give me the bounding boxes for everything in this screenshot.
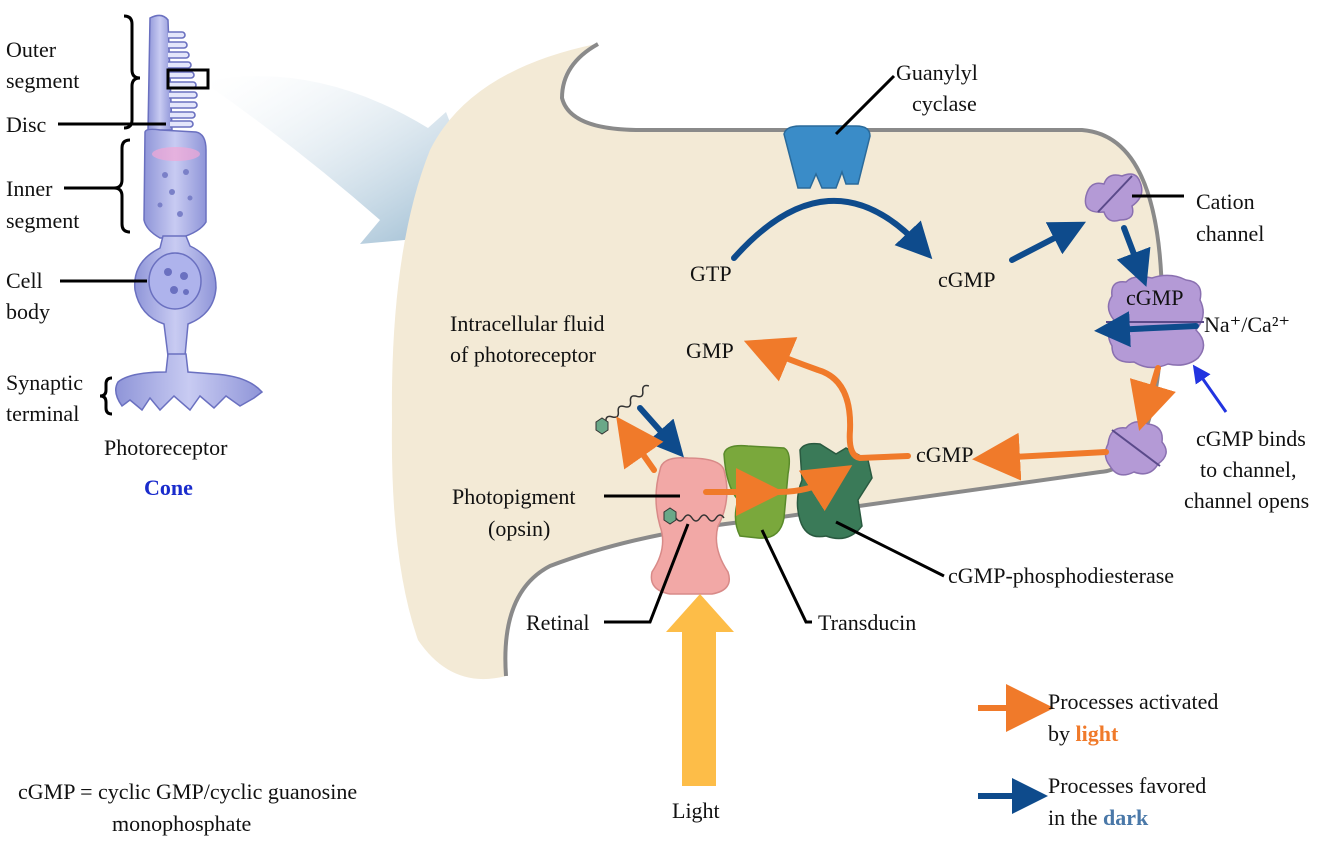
photopigment-label-2: (opsin)	[488, 516, 550, 541]
footnote-line-2: monophosphate	[112, 811, 251, 836]
legend-dark-line2: in the dark	[1048, 805, 1149, 830]
disc-label: Disc	[6, 112, 47, 137]
light-arrows	[616, 337, 1176, 516]
cation-channel-label-2: channel	[1196, 221, 1264, 246]
binding-pointer-arrow	[1192, 364, 1228, 413]
light-input-arrow	[666, 594, 734, 786]
retinal-chain	[667, 514, 725, 522]
cgmp-channel-label: cGMP	[1126, 285, 1183, 310]
cgmp-binds-label-1: cGMP binds	[1196, 426, 1306, 451]
legend-light-line2: by light	[1048, 721, 1119, 746]
transducin-label: Transducin	[818, 610, 916, 635]
pathway-leaders	[604, 74, 1184, 624]
gtp-label: GTP	[690, 261, 732, 286]
cone-caption: Cone	[144, 475, 193, 500]
gmp-label: GMP	[686, 338, 734, 363]
pde-label: cGMP-phosphodiesterase	[948, 563, 1174, 588]
guanylyl-cyclase-shape	[783, 125, 871, 189]
inner-segment-label-2: segment	[6, 208, 79, 233]
cell-body-label-1: Cell	[6, 268, 43, 293]
cgmp-binds-label-3: channel opens	[1184, 488, 1309, 513]
intracellular-label-2: of photoreceptor	[450, 342, 597, 367]
cone-cell-illustration	[115, 14, 264, 412]
cation-channel-bottom-shape	[1104, 421, 1167, 476]
inner-segment-label-1: Inner	[6, 176, 53, 201]
free-retinal-chain	[605, 384, 650, 423]
retinal-ring	[663, 507, 677, 525]
legend-light-prefix: by	[1048, 721, 1076, 746]
legend-dark-emph: dark	[1103, 805, 1149, 830]
guanylyl-cyclase-label-2: cyclase	[912, 91, 977, 116]
free-retinal-ring	[595, 417, 609, 435]
retinal-label: Retinal	[526, 610, 590, 635]
disc-stack	[168, 31, 198, 128]
legend: Processes activated by light Processes f…	[978, 684, 1218, 830]
cgmp-binds-label-2: to channel,	[1200, 457, 1297, 482]
photopigment-label-1: Photopigment	[452, 484, 575, 509]
cgmp-mid-label: cGMP	[916, 442, 973, 467]
legend-light-emph: light	[1076, 721, 1119, 746]
outer-segment-label-1: Outer	[6, 37, 57, 62]
legend-light-text: Processes activated	[1048, 689, 1218, 714]
outer-segment-label-2: segment	[6, 68, 79, 93]
ions-label: Na⁺/Ca²⁺	[1204, 312, 1290, 337]
footnote-line-1: cGMP = cyclic GMP/cyclic guanosine	[18, 779, 357, 804]
photoreceptor-caption: Photoreceptor	[104, 435, 228, 460]
cgmp-top-label: cGMP	[938, 267, 995, 292]
cell-body-label-2: body	[6, 299, 50, 324]
photopigment-shape	[650, 457, 730, 595]
intracellular-label-1: Intracellular fluid	[450, 311, 605, 336]
synaptic-terminal-label-1: Synaptic	[6, 370, 83, 395]
legend-dark-prefix: in the	[1048, 805, 1103, 830]
light-label: Light	[672, 798, 720, 823]
cation-channel-label-1: Cation	[1196, 189, 1255, 214]
cone-label-leaders	[58, 14, 166, 416]
dark-arrows	[637, 198, 1199, 458]
synaptic-terminal-label-2: terminal	[6, 401, 79, 426]
guanylyl-cyclase-label-1: Guanylyl	[896, 60, 978, 85]
legend-dark-text: Processes favored	[1048, 773, 1206, 798]
